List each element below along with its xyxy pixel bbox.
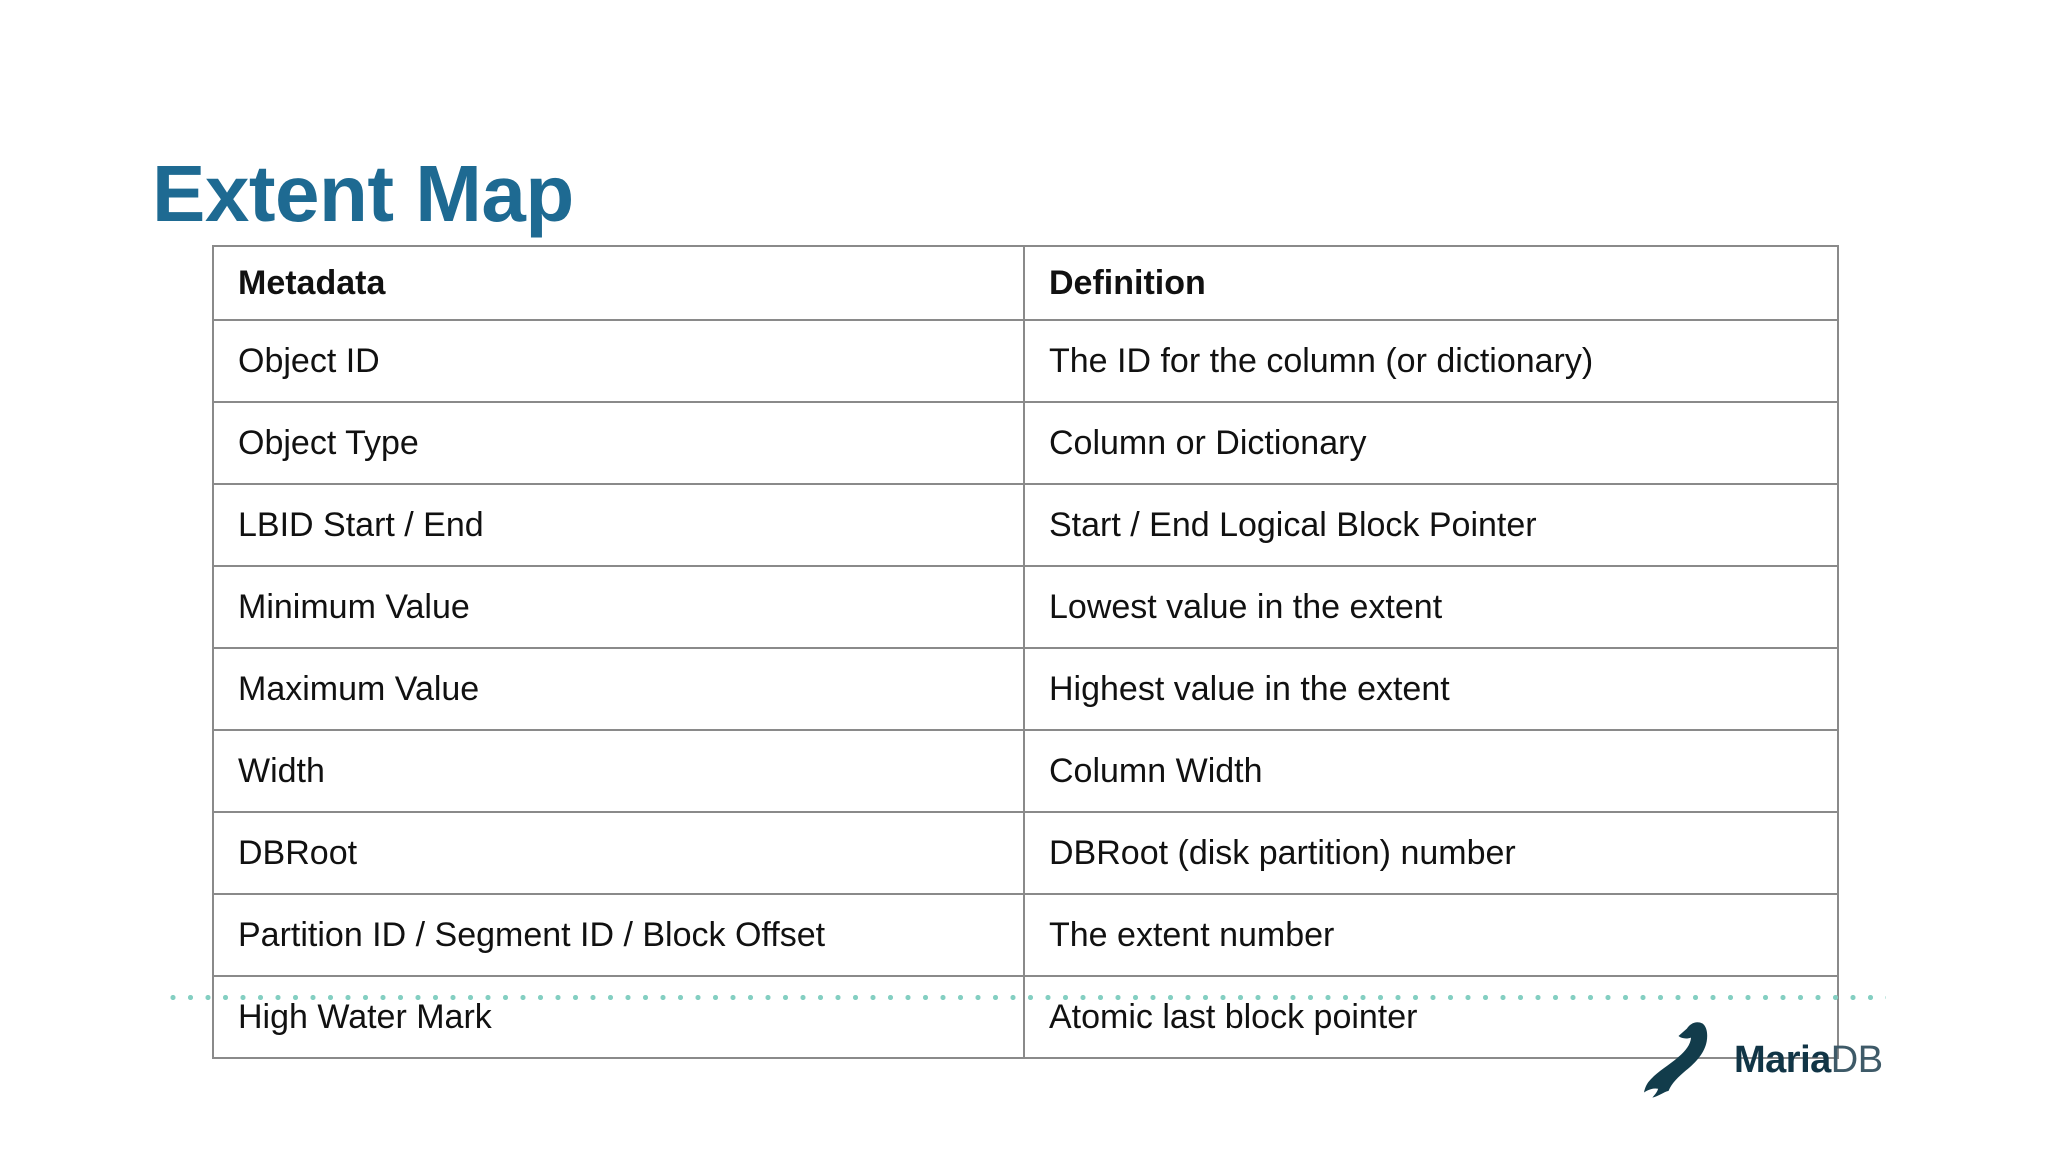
metadata-cell: LBID Start / End — [212, 483, 1025, 567]
table-row: DBRoot DBRoot (disk partition) number — [212, 811, 1839, 895]
definition-cell: Lowest value in the extent — [1023, 565, 1839, 649]
metadata-cell: Object Type — [212, 401, 1025, 485]
logo-text-db: DB — [1830, 1039, 1883, 1081]
metadata-cell: Minimum Value — [212, 565, 1025, 649]
definition-cell: The extent number — [1023, 893, 1839, 977]
table-row: Width Column Width — [212, 729, 1839, 813]
table-row: LBID Start / End Start / End Logical Blo… — [212, 483, 1839, 567]
metadata-cell: Width — [212, 729, 1025, 813]
logo-text-maria: Maria — [1734, 1039, 1831, 1081]
mariadb-seal-icon — [1644, 1022, 1708, 1098]
dotted-divider-line — [170, 994, 1886, 1001]
mariadb-logo: MariaDB — [1644, 1018, 1974, 1108]
definition-cell: DBRoot (disk partition) number — [1023, 811, 1839, 895]
definition-column-header: Definition — [1023, 245, 1839, 321]
definition-cell: The ID for the column (or dictionary) — [1023, 319, 1839, 403]
metadata-cell: High Water Mark — [212, 975, 1025, 1059]
table-row: Minimum Value Lowest value in the extent — [212, 565, 1839, 649]
metadata-cell: Maximum Value — [212, 647, 1025, 731]
metadata-cell: Object ID — [212, 319, 1025, 403]
table-header-row: Metadata Definition — [212, 245, 1839, 321]
extent-map-table: Metadata Definition Object ID The ID for… — [212, 245, 1839, 1059]
definition-cell: Highest value in the extent — [1023, 647, 1839, 731]
table-row: High Water Mark Atomic last block pointe… — [212, 975, 1839, 1059]
table-row: Partition ID / Segment ID / Block Offset… — [212, 893, 1839, 977]
table-row: Object Type Column or Dictionary — [212, 401, 1839, 485]
page-title: Extent Map — [152, 149, 574, 238]
definition-cell: Start / End Logical Block Pointer — [1023, 483, 1839, 567]
definition-cell: Column Width — [1023, 729, 1839, 813]
metadata-cell: Partition ID / Segment ID / Block Offset — [212, 893, 1025, 977]
metadata-cell: DBRoot — [212, 811, 1025, 895]
table-row: Maximum Value Highest value in the exten… — [212, 647, 1839, 731]
definition-cell: Column or Dictionary — [1023, 401, 1839, 485]
metadata-column-header: Metadata — [212, 245, 1025, 321]
mariadb-logo-text: MariaDB — [1734, 1039, 1883, 1082]
table-row: Object ID The ID for the column (or dict… — [212, 319, 1839, 403]
